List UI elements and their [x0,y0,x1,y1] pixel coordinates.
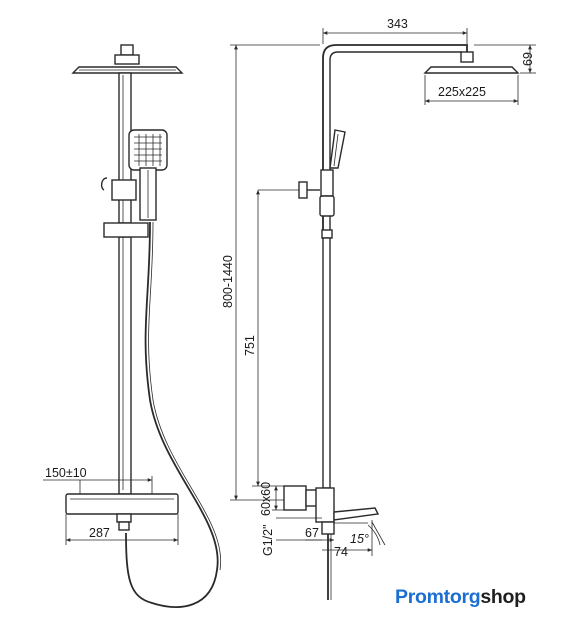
spout-angle-label: 15° [350,532,369,546]
spout-a-label: 67 [305,526,319,540]
inlet-height-label: 751 [243,335,257,356]
arm-length-dimension [322,28,468,44]
valve-size-dimension [272,486,284,511]
head-size-dimension [424,75,519,105]
head-size-label: 225x225 [438,85,486,99]
front-slider-bracket [103,222,149,238]
front-thermostatic-mixer [65,493,179,531]
side-rain-head [423,51,520,74]
head-height-label: 69 [521,52,535,66]
front-hand-shower [100,129,168,221]
front-hose [125,221,222,608]
arm-length-label: 343 [387,17,408,31]
front-rain-head [71,44,184,74]
side-hand-shower [319,129,346,217]
inlet-spacing-dimension [43,476,153,494]
side-wall-connection [258,181,320,199]
spout-b-label: 74 [334,545,348,559]
valve-size-label: 60x60 [259,482,273,516]
side-view: 343 69 225x225 800-1440 751 60x60 G1/2" … [221,17,536,600]
side-riser-and-arm [321,44,468,489]
brand-logo[interactable]: Promtorgshop [395,586,526,609]
rail-height-label: 800-1440 [221,255,235,308]
inlet-spacing-label: 150±10 [45,466,87,480]
mixer-width-dimension [65,514,179,545]
head-height-dimension [474,44,536,74]
mixer-width-label: 287 [89,526,110,540]
inlet-height-dimension [252,190,284,487]
brand-name-part2: shop [480,586,526,608]
spout-dimensions [305,520,386,556]
front-view [43,44,222,608]
brand-name-part1: Promtorg [395,586,481,608]
side-mixer-valve [283,485,380,600]
thread-label: G1/2" [261,524,275,556]
rail-height-dimension [230,44,320,501]
